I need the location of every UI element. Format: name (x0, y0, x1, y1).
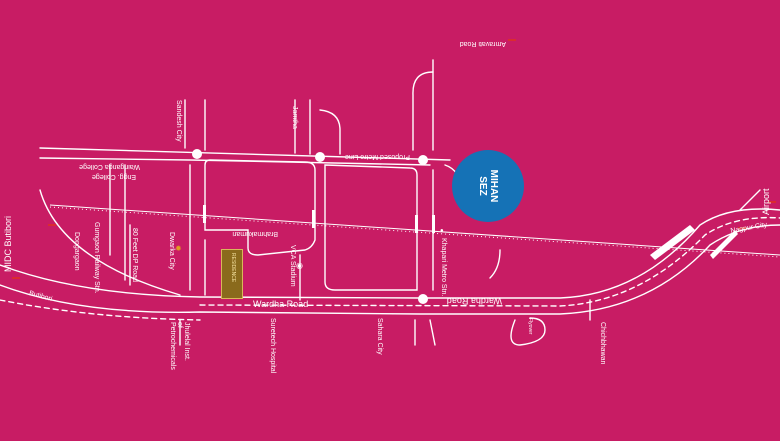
mihan-sez-badge: MIHAN SEZ (452, 150, 524, 222)
junction-marker (192, 149, 202, 159)
residence-brand-text: RESIDENCE (230, 253, 236, 283)
residence-project-marker: RESIDENCE (221, 249, 243, 299)
label-80-feet-dp-road: 80 Feet DP Road (131, 228, 138, 282)
metro-station-marker-icon: ● (440, 228, 444, 234)
label-airport: Airport (761, 188, 771, 215)
label-sandesh-city: Sandesh City (175, 100, 182, 142)
label-jamtha: Jamtha (291, 106, 298, 129)
label-engg-college: Engg. College (92, 173, 136, 180)
junction-marker (418, 294, 428, 304)
label-khapari-metro-stn: Khapari Metro Stn. (440, 238, 447, 297)
label-chichbhawan: Chichbhawan (599, 322, 606, 365)
label-wainganga-college: Wainganga College (79, 163, 140, 170)
junction-marker (418, 155, 428, 165)
label-gumgaon-railway-stn: Gumgaon Railway Stn. (93, 222, 100, 294)
label-jhulelal-petro: Jhulelal Inst. of Petrochemicals (169, 322, 190, 370)
label-amravati-road: Amravati Road (459, 40, 506, 47)
label-wardha-road-right: Wardha Road (446, 296, 502, 306)
label-suretech-hospital: Suretech Hospital (269, 318, 276, 374)
label-dongargaon: Dongargaon (73, 232, 80, 271)
mihan-sez-label: MIHAN SEZ (477, 169, 499, 203)
label-sahara-city: Sahara City (376, 318, 383, 355)
junction-marker (315, 152, 325, 162)
label-dwarka-city: Dwarka City (168, 232, 175, 270)
label-midc-butibori: MIDC Butibori (3, 215, 13, 272)
label-wardha-road-left: Wardha Road (253, 299, 309, 309)
label-brahmakumari: Brahmakumari (232, 230, 278, 237)
label-proposed-metro-line: Proposed Metro Line (345, 153, 410, 160)
stadium-marker-icon: ◉ (296, 261, 303, 270)
label-vca-stadium: VCA Stadium (289, 245, 296, 287)
compass-marker-icon: ✹ (175, 244, 182, 253)
label-flyover: Flyover (527, 318, 533, 335)
